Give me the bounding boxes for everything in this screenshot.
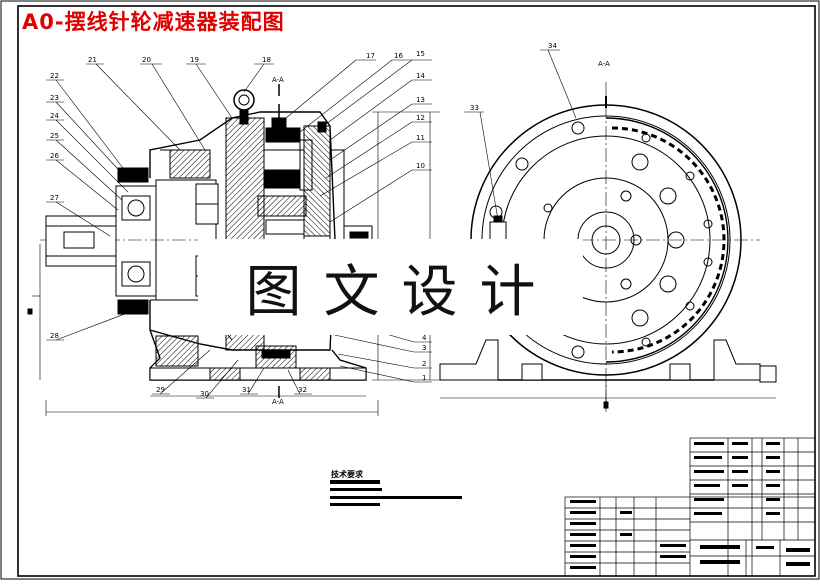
part-label: 24 (50, 112, 59, 120)
part-label: 1 (422, 374, 426, 382)
part-number-labels: 21 20 19 18 17 16 15 14 22 23 24 25 26 2… (50, 42, 610, 406)
inner-border (17, 5, 816, 577)
part-label: 18 (262, 56, 271, 64)
watermark-text: 图文设计 (245, 259, 558, 325)
part-label: 32 (298, 386, 307, 394)
part-label: 25 (50, 132, 59, 140)
part-label: 2 (422, 360, 426, 368)
part-label: 11 (416, 134, 425, 142)
part-label: 15 (416, 50, 425, 58)
part-label: 21 (88, 56, 97, 64)
part-label: 26 (50, 152, 59, 160)
drawing-title: A0-摆线针轮减速器装配图 (22, 10, 285, 34)
title-block (564, 437, 816, 577)
section-label: A-A (272, 76, 284, 84)
part-label: 12 (416, 114, 425, 122)
part-label: 33 (470, 104, 479, 112)
part-label: 27 (50, 194, 59, 202)
part-label: 10 (416, 162, 425, 170)
view-label: A-A (598, 60, 610, 68)
leader-lines (46, 49, 577, 399)
part-label: 29 (156, 386, 165, 394)
part-label: 19 (190, 56, 199, 64)
part-label: 22 (50, 72, 59, 80)
part-label: 30 (200, 390, 209, 398)
part-label: 16 (394, 52, 403, 60)
part-label: 4 (422, 334, 427, 342)
part-label: 17 (366, 52, 375, 60)
title-block-text (570, 442, 810, 569)
part-label: 28 (50, 332, 59, 340)
part-label: 20 (142, 56, 151, 64)
part-label: 34 (548, 42, 557, 50)
part-label: 14 (416, 72, 425, 80)
part-label: 23 (50, 94, 59, 102)
watermark-banner: 图文设计 (198, 239, 583, 335)
section-label: A-A (272, 398, 284, 406)
technical-requirements-text (330, 480, 462, 506)
part-label: 31 (242, 386, 251, 394)
tech-requirements-heading: 技术要求 (331, 470, 363, 479)
part-label: 3 (422, 344, 426, 352)
part-label: 13 (416, 96, 425, 104)
